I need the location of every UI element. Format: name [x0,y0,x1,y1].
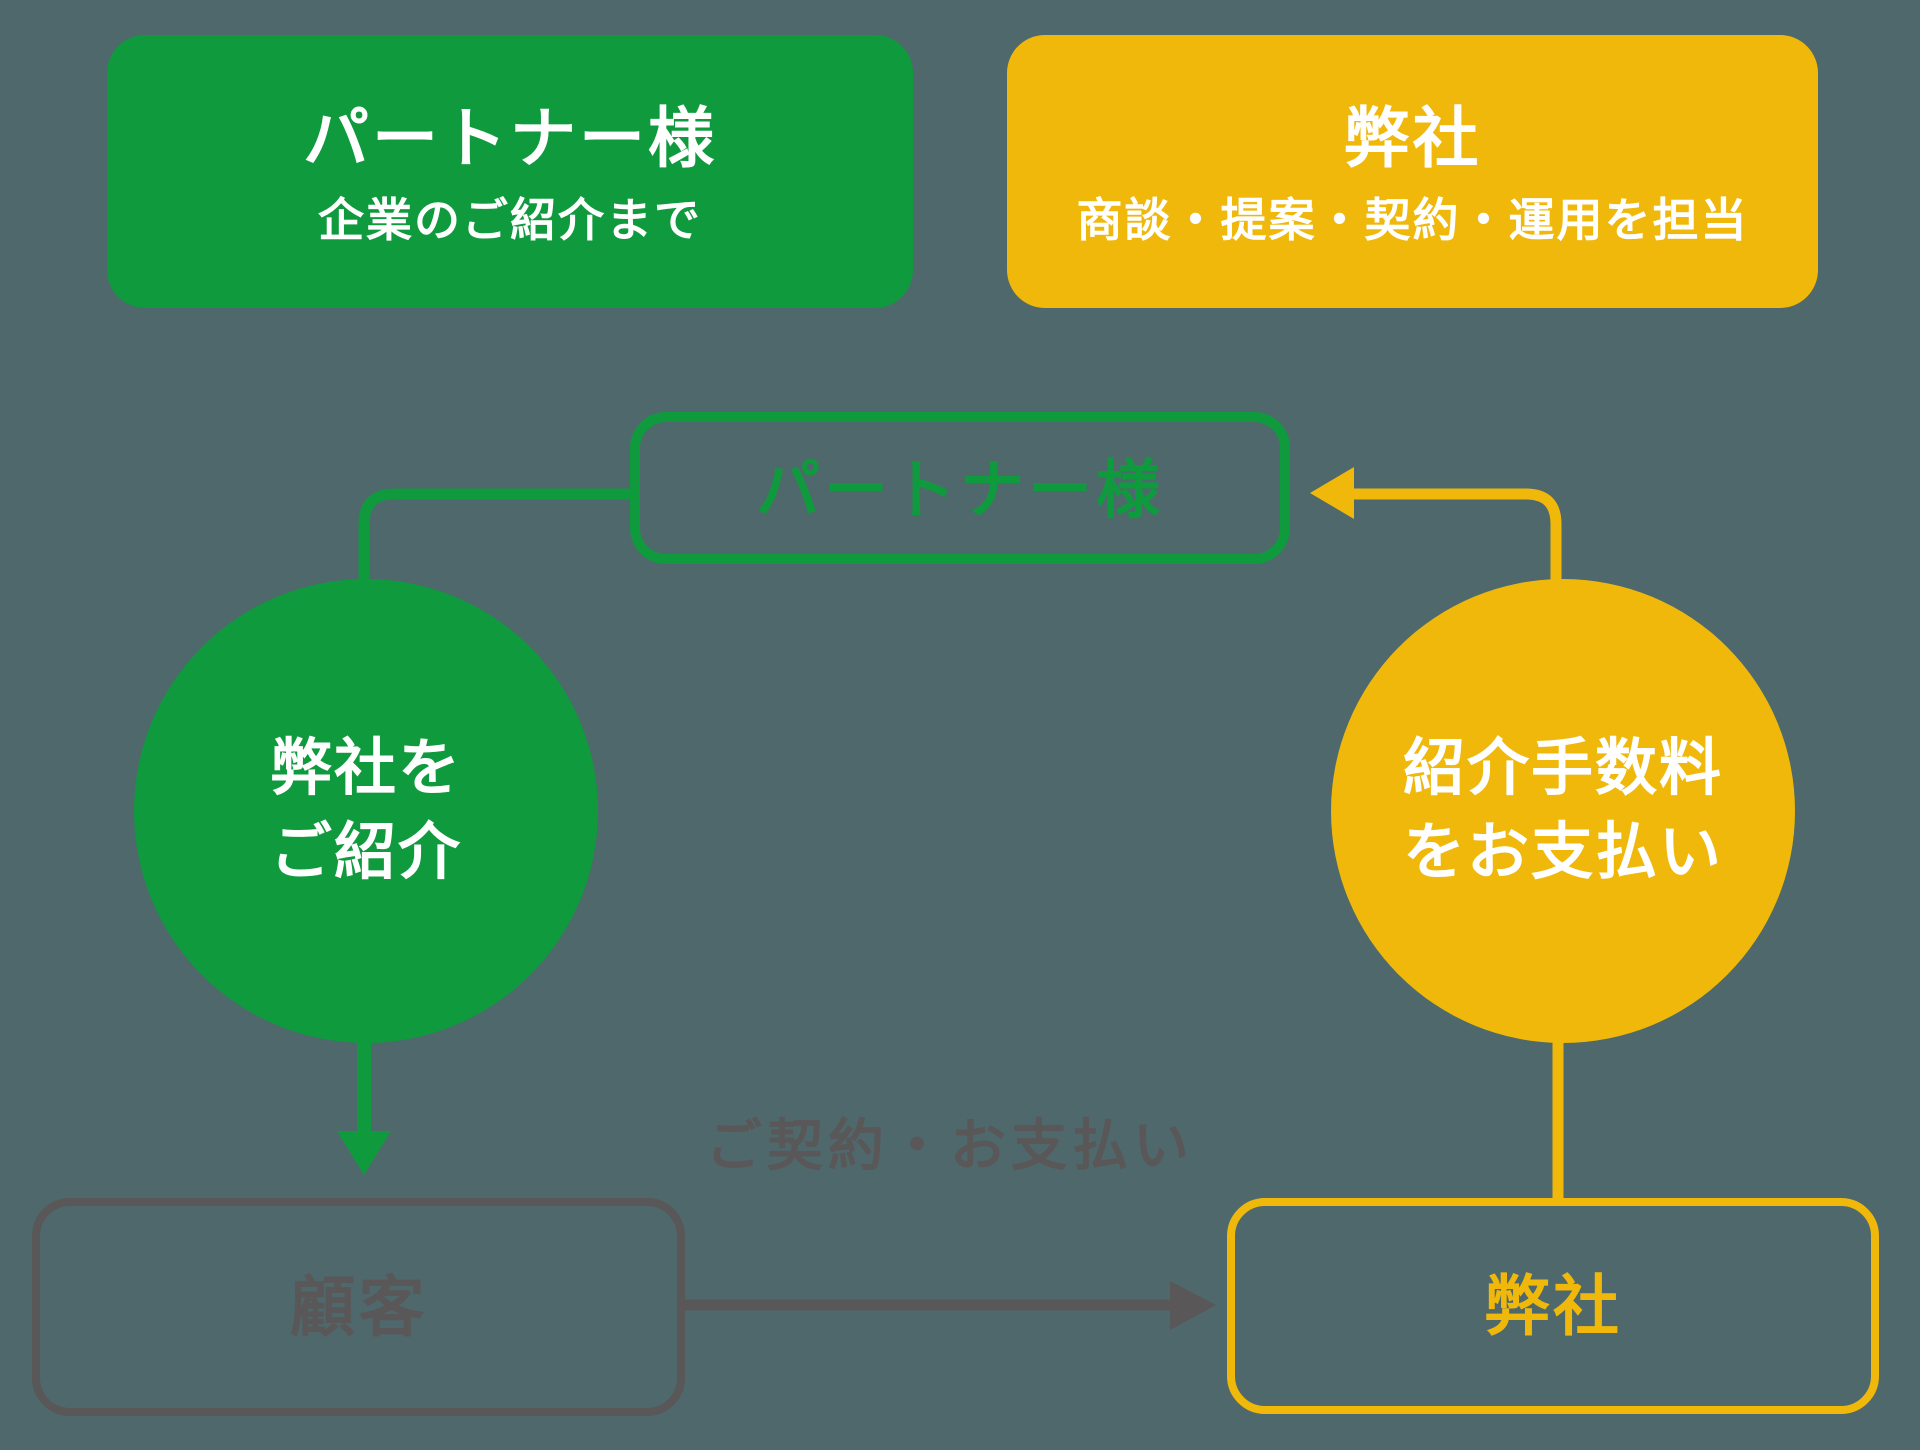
company-node: 弊社 [1227,1198,1879,1414]
introduce-circle-line2: ご紹介 [269,818,462,887]
partner-to-introduce-connector [358,488,630,580]
partner-legend-subtitle: 企業のご紹介まで [318,193,702,246]
introduce-circle-line1: 弊社を [269,734,462,803]
customer-node-label: 顧客 [289,1270,428,1344]
fee-circle-text: 紹介手数料 をお支払い [1403,727,1723,895]
fee-circle: 紹介手数料 をお支払い [1331,579,1795,1043]
introduce-circle: 弊社を ご紹介 [134,579,598,1043]
partner-node: パートナー様 [630,412,1290,564]
fee-to-partner-connector [1352,488,1562,580]
introduce-to-customer-arrowhead [337,1131,391,1175]
company-legend-box: 弊社 商談・提案・契約・運用を担当 [1007,35,1818,308]
fee-circle-line1: 紹介手数料 [1402,734,1723,803]
company-legend-title: 弊社 [1343,100,1482,175]
partner-node-label: パートナー様 [756,454,1164,526]
contract-payment-label: ご契約・お支払い [706,1114,1194,1177]
fee-circle-line2: をお支払い [1402,818,1723,887]
partner-legend-title: パートナー様 [303,100,717,175]
introduce-circle-text: 弊社を ご紹介 [270,727,462,895]
partner-legend-box: パートナー様 企業のご紹介まで [107,35,913,308]
company-node-label: 弊社 [1484,1269,1622,1343]
company-legend-subtitle: 商談・提案・契約・運用を担当 [1076,193,1749,246]
customer-node: 顧客 [32,1198,685,1416]
customer-to-company-arrowhead [1170,1281,1216,1330]
fee-to-partner-arrowhead [1310,467,1354,519]
